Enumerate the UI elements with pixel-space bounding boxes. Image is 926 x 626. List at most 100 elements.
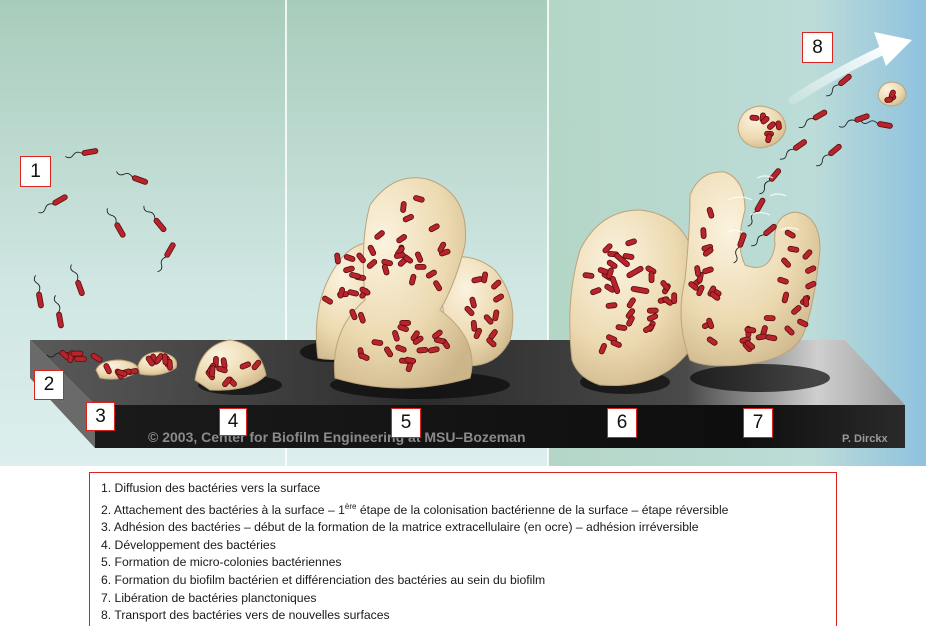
bacterium <box>395 344 407 353</box>
stage-number-1: 1 <box>20 156 51 187</box>
stage-number-6: 6 <box>607 408 637 438</box>
bacterium <box>605 302 618 309</box>
bacterium <box>609 275 621 295</box>
bacterium <box>473 327 483 340</box>
bacterium <box>798 109 828 128</box>
bacterium <box>143 205 167 233</box>
bacterium <box>733 232 747 264</box>
bacterium <box>602 243 613 254</box>
bacterium <box>216 365 228 374</box>
bacterium <box>706 207 715 219</box>
bacterium <box>367 244 377 256</box>
bacterium <box>239 361 252 370</box>
bacterium <box>402 213 414 223</box>
bacterium <box>432 329 443 340</box>
bubble <box>727 229 743 233</box>
bacterium <box>106 208 126 238</box>
bacterium <box>334 252 341 265</box>
bacterium <box>116 171 149 185</box>
bacterium <box>702 266 714 275</box>
bacterium <box>396 234 408 244</box>
stage-number-2: 2 <box>34 370 64 400</box>
bubble <box>756 175 774 179</box>
bacterium <box>343 254 356 262</box>
legend-box: 1. Diffusion des bactéries vers la surfa… <box>89 472 837 626</box>
bacterium <box>371 339 384 346</box>
bacterium <box>802 295 810 308</box>
bacterium <box>493 293 505 303</box>
bacterium <box>397 324 409 333</box>
bacterium <box>349 308 358 321</box>
legend-item-7: 7. Libération de bactéries planctoniques <box>101 590 317 605</box>
bacterium <box>428 223 440 233</box>
stage-number-4: 4 <box>219 408 247 436</box>
bacterium <box>838 113 870 128</box>
bacterium <box>646 313 659 322</box>
release-bubbles <box>727 175 800 233</box>
legend-item-6: 6. Formation du biofilm bactérien et dif… <box>101 573 546 588</box>
bacterium <box>625 238 637 247</box>
bacterium <box>90 352 103 363</box>
bacterium <box>392 330 400 342</box>
shadow <box>690 364 830 392</box>
bacterium <box>626 315 635 327</box>
bacterium <box>343 265 355 274</box>
bacterium <box>70 264 85 297</box>
bacterium <box>582 272 595 279</box>
bacterium <box>470 320 478 332</box>
bacterium <box>366 259 378 269</box>
stage-number-7: 7 <box>743 408 773 438</box>
bacterium <box>797 318 809 328</box>
matrix-blob <box>680 171 821 367</box>
bacterium <box>826 73 852 97</box>
bacterium <box>393 252 406 259</box>
bacterium <box>70 350 84 357</box>
bacterium <box>626 297 636 309</box>
biofilm-illustration: © 2003, Center for Biofilm Engineering a… <box>0 0 926 466</box>
bacterium <box>337 286 346 299</box>
biofilm-diagram: © 2003, Center for Biofilm Engineering a… <box>0 0 926 466</box>
bacterium <box>33 275 44 309</box>
bacterium <box>802 249 813 260</box>
bacterium <box>427 346 440 354</box>
bacterium <box>884 96 894 103</box>
bacterium <box>410 330 420 342</box>
bacterium <box>399 319 412 326</box>
legend-item-5: 5. Formation de micro-colonies bactérien… <box>101 555 342 570</box>
legend-item-1: 1. Diffusion des bactéries vers la surfa… <box>101 481 321 495</box>
bacterium <box>53 295 64 329</box>
bacterium <box>763 315 776 322</box>
author-text: P. Dirckx <box>842 433 889 445</box>
bacterium <box>322 295 333 305</box>
surface-slab-front <box>95 405 905 448</box>
bacterium <box>671 292 678 305</box>
bacterium <box>781 257 792 268</box>
bacterium <box>765 334 778 342</box>
bacterium <box>765 133 773 144</box>
bacterium <box>347 289 359 297</box>
stage-number-8: 8 <box>802 32 833 63</box>
bacterium <box>615 324 628 331</box>
bacterium <box>358 312 366 324</box>
bacterium <box>251 359 262 371</box>
bacterium <box>777 276 789 285</box>
bacterium <box>590 287 602 296</box>
bacterium <box>413 195 425 203</box>
bacterium <box>702 247 714 257</box>
bacterium <box>425 269 437 279</box>
bacterium <box>598 343 607 355</box>
bacterium <box>222 376 232 388</box>
bacterium <box>464 305 475 317</box>
bacterium <box>662 296 674 306</box>
bacterium <box>414 263 427 270</box>
bacterium <box>154 353 164 364</box>
bacterium <box>610 339 622 348</box>
bacterium <box>381 263 390 276</box>
bacterium <box>626 265 644 279</box>
bacterium <box>409 273 417 286</box>
bacterium <box>74 355 87 363</box>
bacterium <box>860 120 893 129</box>
bubble <box>769 193 787 197</box>
bacterium <box>116 369 128 377</box>
bubble <box>727 196 753 201</box>
